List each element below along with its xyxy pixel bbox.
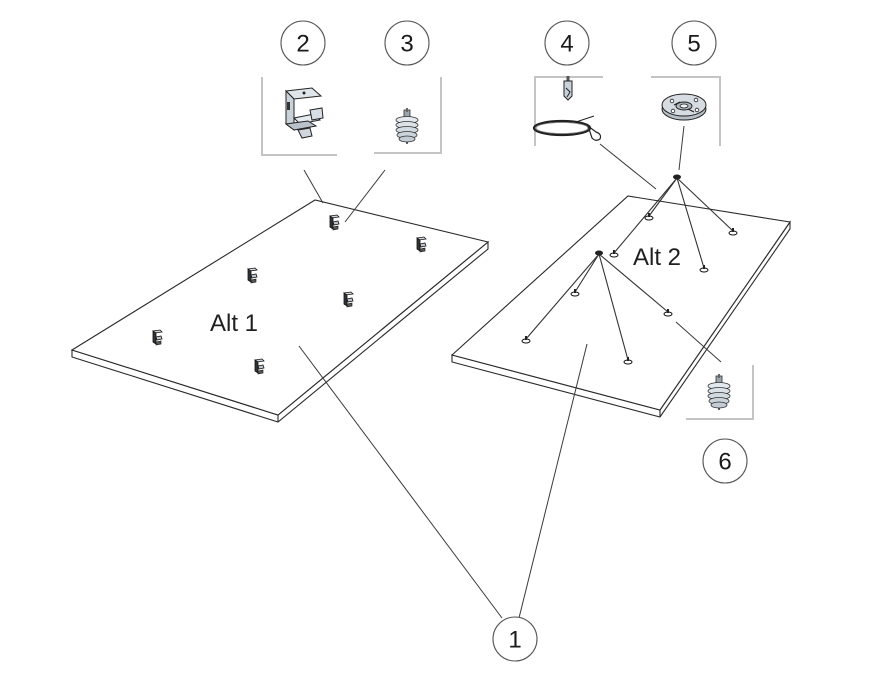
part-frame-4 [534, 76, 603, 146]
callout-number: 1 [508, 627, 521, 654]
part-frame-5 [651, 76, 721, 146]
callout-4: 4 [544, 20, 590, 66]
clip-bracket-icon [329, 214, 340, 231]
callout-number: 3 [400, 31, 413, 58]
part-frame-6 [686, 365, 754, 420]
hub-icon [595, 250, 603, 256]
clip-bracket-icon [254, 358, 265, 375]
leader-5 [678, 125, 685, 171]
clip-bracket-icon [343, 291, 354, 308]
wire-kit-icon [532, 76, 602, 141]
wire-hub-1 [609, 174, 738, 273]
leader-1a [298, 345, 503, 619]
leader-6 [675, 321, 722, 363]
grid-clip-bracket-icon [284, 87, 324, 139]
panel-1-top-face [70, 199, 490, 416]
leader-2 [303, 169, 324, 204]
leader-3 [344, 169, 386, 223]
callout-6: 6 [702, 438, 748, 484]
callout-number: 4 [560, 31, 573, 58]
callout-3: 3 [384, 20, 430, 66]
callout-1: 1 [492, 616, 538, 662]
ceiling-hub-icon [661, 93, 707, 121]
panel-label-alt-1: Alt 1 [210, 310, 258, 337]
callout-2: 2 [280, 20, 326, 66]
panel-alt-1: Alt 1 [70, 199, 490, 423]
panel-2-top-face [450, 195, 791, 411]
callout-5: 5 [671, 20, 717, 66]
part-frame-3 [374, 77, 442, 154]
spring-clip-icon [395, 107, 419, 145]
spring-clip-icon [707, 373, 731, 411]
clip-bracket-icon [416, 236, 427, 253]
panel-label-alt-2: Alt 2 [633, 244, 681, 271]
part-frame-2 [261, 77, 337, 156]
leader-4 [599, 143, 657, 190]
callout-number: 2 [296, 31, 309, 58]
callout-number: 5 [687, 31, 700, 58]
panel-alt-2: Alt 2 [450, 174, 791, 418]
leader-1b [518, 343, 588, 619]
hub-icon [673, 174, 681, 180]
callout-number: 6 [718, 449, 731, 476]
clip-bracket-icon [152, 329, 163, 346]
clip-bracket-icon [247, 267, 258, 284]
leader-lines [298, 125, 722, 619]
wire-hub-2 [521, 250, 673, 365]
